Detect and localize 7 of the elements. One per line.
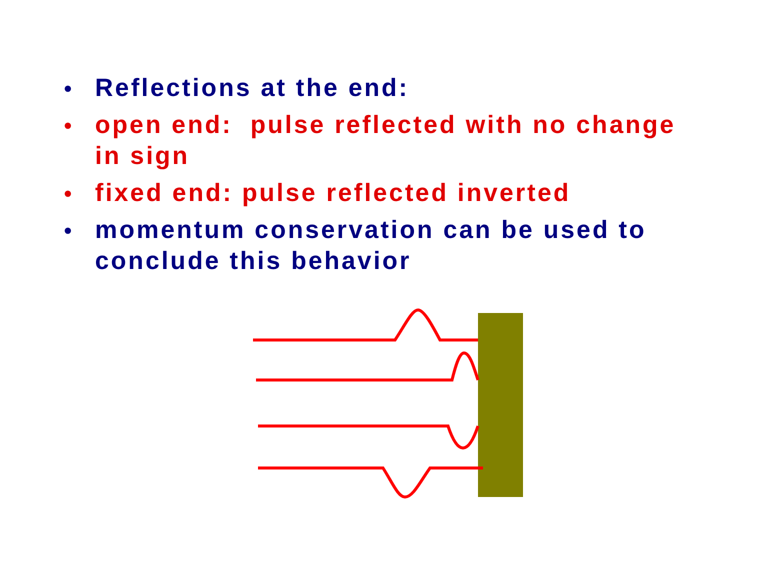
bullet-text: Reflections at the end: xyxy=(95,73,410,104)
bullet-marker: • xyxy=(64,217,72,245)
bullet-marker: • xyxy=(64,75,72,103)
bullet-marker: • xyxy=(64,112,72,140)
bullet-text: fixed end: pulse reflected inverted xyxy=(95,178,572,209)
bullet-text: momentum conservation can be used to conclude this behavior xyxy=(95,215,648,277)
bullet-marker: • xyxy=(64,180,72,208)
